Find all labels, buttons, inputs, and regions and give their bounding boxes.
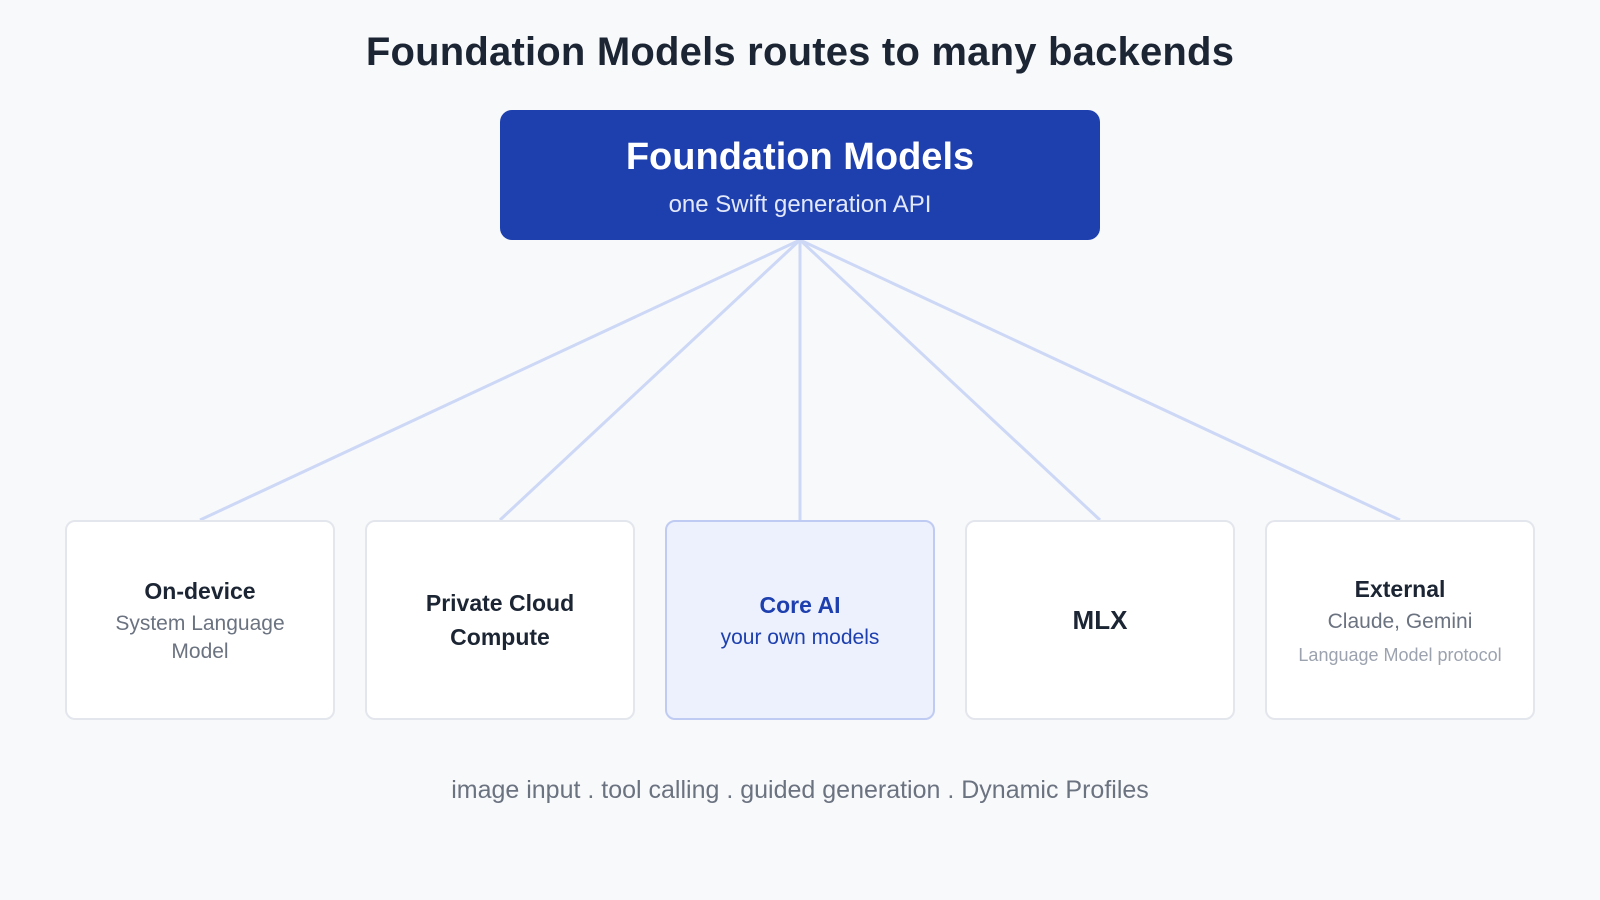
connector-external <box>799 238 1401 522</box>
backend-title: External <box>1354 576 1446 602</box>
backend-title: MLX <box>1072 605 1128 635</box>
backend-node-on-device: On-device System Language Model <box>65 520 335 720</box>
connector-mlx <box>798 238 1102 522</box>
diagram-title: Foundation Models routes to many backend… <box>365 30 1235 74</box>
backend-title: Private Cloud Compute <box>425 590 575 650</box>
hub-node-foundation-models: Foundation Models one Swift generation A… <box>500 110 1100 240</box>
capabilities-footer: image input . tool calling . guided gene… <box>451 776 1149 804</box>
backend-node-private-cloud-compute: Private Cloud Compute <box>365 520 635 720</box>
backend-note: Language Model protocol <box>1298 645 1502 665</box>
backend-title: Core AI <box>759 592 841 618</box>
backend-node-mlx: MLX <box>965 520 1235 720</box>
backend-subtitle: System Language Model <box>115 612 285 663</box>
backend-node-core-ai: Core AI your own models <box>665 520 935 720</box>
hub-subtitle: one Swift generation API <box>668 191 932 218</box>
backend-subtitle: your own models <box>720 626 880 649</box>
backend-subtitle: Claude, Gemini <box>1327 610 1473 633</box>
connector-on-device <box>199 238 801 522</box>
hub-title: Foundation Models <box>625 136 975 178</box>
connector-private-cloud <box>498 238 802 522</box>
backend-title: On-device <box>144 578 256 604</box>
backend-node-external: External Claude, Gemini Language Model p… <box>1265 520 1535 720</box>
